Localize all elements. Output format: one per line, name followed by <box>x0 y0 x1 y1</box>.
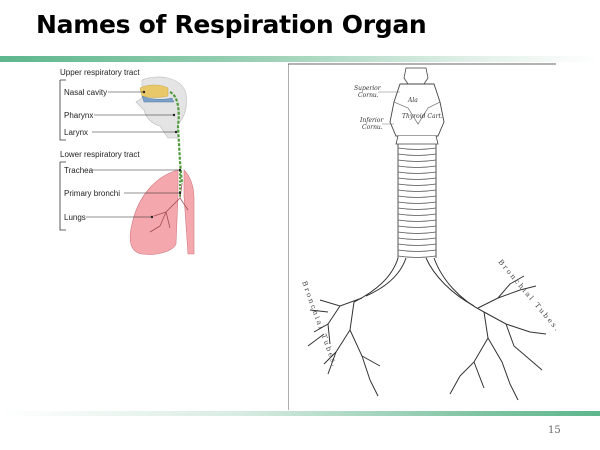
trachea-ring <box>397 153 437 156</box>
footer-bar <box>0 411 600 416</box>
trachea-ring <box>397 165 437 168</box>
nasal-cavity-shape <box>139 84 169 98</box>
trachea-rings <box>397 144 437 258</box>
airway-path <box>169 91 184 185</box>
trachea-ring <box>397 255 437 258</box>
trachea-ring <box>397 225 437 228</box>
label-lungs: Lungs <box>64 213 86 222</box>
lower-tract-heading: Lower respiratory tract <box>60 150 140 159</box>
title-underline-bar <box>0 56 600 62</box>
slide-title: Names of Respiration Organ <box>36 10 427 39</box>
label-pharynx: Pharynx <box>64 111 93 120</box>
trachea-ring <box>397 243 437 246</box>
trachea-ring <box>397 249 437 252</box>
trachea-ring <box>397 213 437 216</box>
trachea-ring <box>397 159 437 162</box>
label-larynx: Larynx <box>64 128 88 137</box>
upper-tract-heading: Upper respiratory tract <box>60 68 140 77</box>
label-thyroid-cart: Thyroid Cart. <box>402 113 443 120</box>
right-lung-shape <box>183 169 195 255</box>
label-bronchial-tubes-left: Bronchial Tubes. <box>300 280 339 369</box>
trachea-ring <box>397 177 437 180</box>
trachea-outline <box>397 144 437 258</box>
trachea-ring <box>397 195 437 198</box>
trachea-ring <box>397 219 437 222</box>
trachea-ring <box>397 201 437 204</box>
trachea-ring <box>397 147 437 150</box>
label-nasal-cavity: Nasal cavity <box>64 88 107 97</box>
oral-cavity-shape <box>141 95 175 103</box>
left-lung-shape <box>129 169 179 255</box>
trachea-ring <box>397 189 437 192</box>
trachea-ring <box>397 231 437 234</box>
respiratory-tract-diagram: Upper respiratory tract Nasal cavity Pha… <box>59 68 195 255</box>
trachea-ring <box>397 183 437 186</box>
trachea-ring <box>397 237 437 240</box>
label-primary-bronchi: Primary bronchi <box>64 189 120 198</box>
label-inferior-cornu-2: Cornu. <box>362 124 383 131</box>
trachea-bronchi-illustration: Superior Cornu. Ala Thyroid Cart. Inferi… <box>288 63 556 410</box>
label-ala: Ala <box>407 97 418 104</box>
lower-bracket <box>59 161 66 231</box>
larynx-cartilage <box>389 67 445 145</box>
bronchial-tubes <box>307 257 547 401</box>
label-superior-cornu-1: Superior <box>354 85 382 92</box>
trachea-ring <box>397 207 437 210</box>
label-bronchial-tubes-right: Bronchial Tubes. <box>496 258 556 334</box>
label-inferior-cornu-1: Inferior <box>359 117 384 124</box>
label-superior-cornu-2: Cornu. <box>358 92 379 99</box>
upper-bracket <box>59 79 66 141</box>
label-trachea: Trachea <box>64 166 94 175</box>
trachea-ring <box>397 171 437 174</box>
page-number: 15 <box>548 425 561 436</box>
